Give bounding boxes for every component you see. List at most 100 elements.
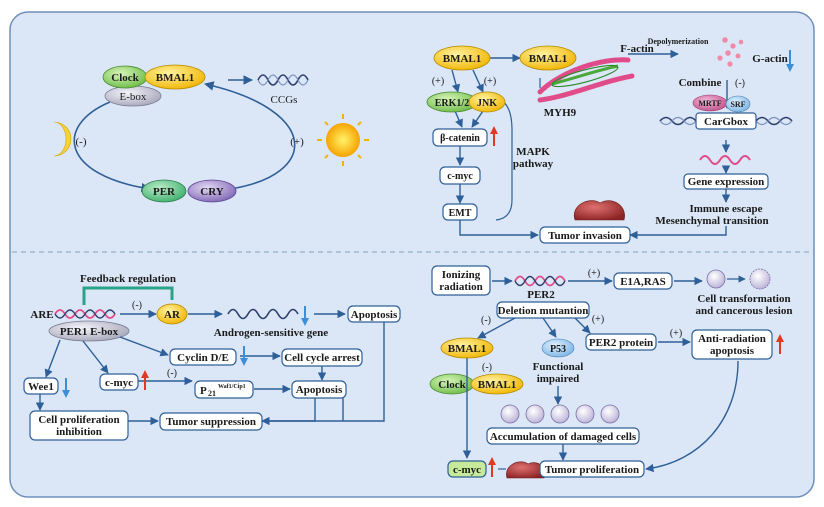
cancer-cell-icon bbox=[749, 268, 771, 290]
cry-label: CRY bbox=[200, 186, 224, 198]
plus-e1a-label: (+) bbox=[588, 268, 600, 279]
per2-label: PER2 bbox=[527, 289, 555, 301]
per2-pathway: Ionizing radiation PER2 (+) E1A,RAS Cell… bbox=[429, 265, 793, 479]
prolif-label-1: Cell proliferation bbox=[38, 414, 119, 426]
per1-ebox-shape bbox=[48, 320, 130, 342]
per1-ebox-label: PER1 E-box bbox=[60, 326, 119, 338]
arrow-mesench-invasion bbox=[629, 226, 727, 240]
tumor-icon-bottom bbox=[506, 461, 546, 479]
anti-radiation-box bbox=[691, 329, 773, 360]
arrow-per1-cyclin bbox=[119, 336, 169, 357]
plus-right-label: (+) bbox=[484, 76, 496, 87]
ionizing-label-2: radiation bbox=[439, 281, 482, 293]
per2-cmyc-label: c-myc bbox=[453, 464, 481, 476]
emt-label: EMT bbox=[449, 208, 472, 219]
apoptosis-mid-box bbox=[291, 380, 347, 399]
circadian-loop: E-box Clock BMAL1 CCGs PER CRY (-) (+) bbox=[53, 64, 369, 203]
anti-label-2: apoptosis bbox=[710, 345, 755, 357]
cyclin-label: Cyclin D/E bbox=[177, 352, 229, 364]
arrow-jnk-beta bbox=[471, 110, 484, 128]
arrow-apoptosis-right-suppression bbox=[262, 322, 385, 422]
per1-pathway: Feedback regulation ARE (-) AR Androgen-… bbox=[23, 273, 401, 441]
srf-label: SRF bbox=[730, 100, 745, 109]
wee1-box bbox=[23, 377, 59, 395]
p21-sup-label: Waf1/Cip1 bbox=[218, 384, 246, 390]
actin-pathway: MAPK pathway BMAL1 (+) (+) BMAL1 ERK1/2 … bbox=[426, 37, 794, 244]
tumor-icon-top bbox=[573, 200, 625, 221]
bmal1-label: BMAL1 bbox=[156, 72, 195, 84]
per2-protein-label: PER2 protein bbox=[589, 337, 653, 349]
g-actin-dots bbox=[717, 37, 744, 67]
ebox-label: E-box bbox=[120, 91, 147, 103]
minus-ar-label: (-) bbox=[132, 300, 142, 311]
e1a-label: E1A,RAS bbox=[620, 276, 666, 288]
suppression-box bbox=[159, 412, 263, 431]
per2-dna bbox=[514, 275, 566, 287]
arrow-bmal-erk bbox=[451, 69, 461, 93]
per2-protein-box bbox=[585, 333, 657, 351]
are-dna-strand bbox=[54, 309, 116, 319]
loop-minus-label: (-) bbox=[76, 136, 87, 148]
cyclin-box bbox=[169, 348, 237, 366]
minus-b-label: (-) bbox=[482, 362, 492, 373]
ionizing-label-1: Ionizing bbox=[442, 269, 481, 281]
arrest-box bbox=[281, 348, 363, 367]
depolym-label: Depolymerization bbox=[648, 37, 709, 46]
beta-catenin-box bbox=[432, 128, 488, 147]
minus-left-label: (-) bbox=[481, 315, 491, 326]
jnk-shape bbox=[468, 91, 506, 113]
per2-clock-label: Clock bbox=[438, 379, 466, 391]
gene-expression-box bbox=[683, 173, 769, 190]
bmal1-top-label: BMAL1 bbox=[443, 53, 482, 65]
apoptosis-mid-label: Apoptosis bbox=[296, 384, 343, 396]
transform-label-2: and cancerous lesion bbox=[696, 305, 793, 317]
feedback-label: Feedback regulation bbox=[80, 273, 176, 285]
accumulation-label: Accumulation of damaged cells bbox=[490, 431, 637, 443]
ccgs-label: CCGs bbox=[271, 94, 298, 106]
mapk-label-2: pathway bbox=[513, 158, 554, 170]
per-shape bbox=[141, 179, 187, 203]
main-panel bbox=[9, 11, 815, 498]
bmal1-mid-shape bbox=[519, 45, 577, 71]
normal-cell-icon bbox=[706, 269, 726, 289]
factin-label: F-actin bbox=[620, 43, 654, 55]
p53-label: P53 bbox=[550, 344, 566, 355]
anti-label-1: Anti-radiation bbox=[698, 333, 766, 345]
p21-sub-label: 21 bbox=[208, 389, 216, 398]
cry-shape bbox=[187, 179, 237, 203]
gene-expression-label: Gene expression bbox=[688, 176, 765, 188]
bmal1-mid-label: BMAL1 bbox=[529, 53, 568, 65]
arrow-erk-beta bbox=[454, 110, 463, 128]
cmyc-per1-box bbox=[99, 373, 139, 391]
func-label-2: impaired bbox=[537, 373, 580, 385]
androgen-dna bbox=[227, 308, 299, 320]
beta-catenin-label: β-catenin bbox=[440, 133, 480, 144]
ar-label: AR bbox=[164, 309, 181, 321]
moon-icon bbox=[53, 121, 72, 157]
erk-label: ERK1/2 bbox=[435, 98, 469, 109]
per2-dna-strand bbox=[514, 275, 566, 287]
arrow-del-per2protein bbox=[574, 317, 591, 334]
per-label: PER bbox=[153, 186, 176, 198]
wee1-label: Wee1 bbox=[28, 381, 54, 393]
bmal1-shape bbox=[144, 64, 206, 90]
ar-shape bbox=[156, 303, 188, 325]
arrow-del-p53 bbox=[542, 317, 557, 338]
tumor-invasion-box bbox=[539, 226, 631, 244]
p21-label: P bbox=[200, 385, 207, 397]
arrow-per1-cmyc bbox=[82, 340, 109, 374]
jnk-label: JNK bbox=[477, 98, 497, 109]
per2-bmal1-a-label: BMAL1 bbox=[448, 343, 487, 355]
per2-bmal1-b-label: BMAL1 bbox=[478, 379, 517, 391]
cargbox-label: CarGbox bbox=[704, 116, 749, 128]
arrest-label: Cell cycle arrest bbox=[284, 352, 360, 364]
per2-cmyc-box bbox=[447, 460, 487, 478]
arrow-per1-wee1 bbox=[44, 339, 61, 378]
damaged-cells-icon bbox=[500, 404, 620, 424]
prolif-box bbox=[29, 410, 129, 441]
gactin-label: G-actin bbox=[752, 53, 787, 65]
cargbox-box bbox=[695, 112, 757, 130]
p53-shape bbox=[541, 338, 575, 358]
